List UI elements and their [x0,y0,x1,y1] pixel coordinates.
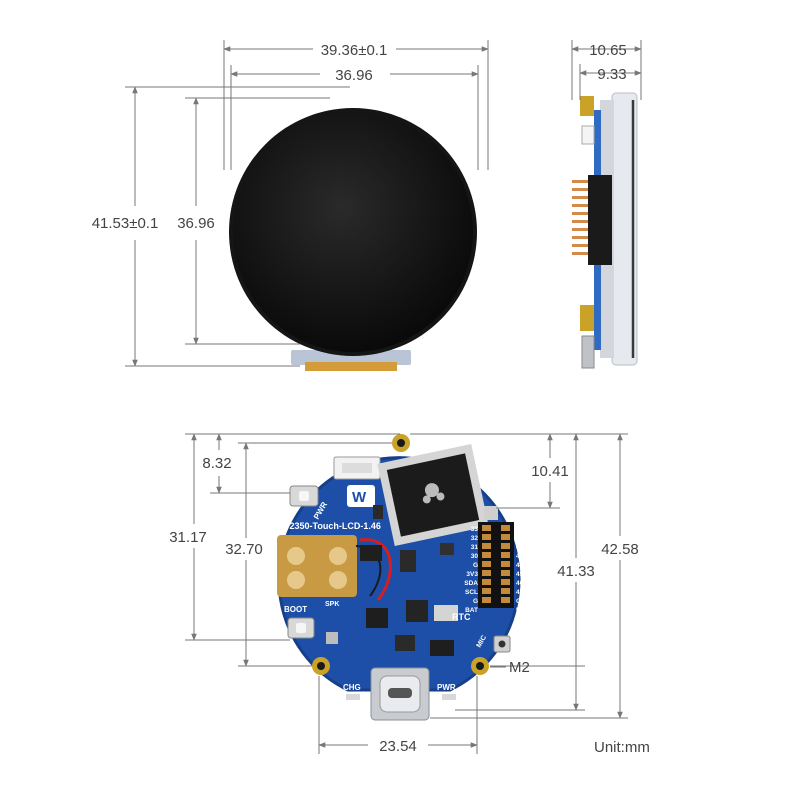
pin-labels-right: 34 41 42 43 44 45 46 47G 5V [516,526,525,614]
pwr-led-label: PWR [437,683,456,692]
board-model-label: RP2350-Touch-LCD-1.46 [277,521,381,531]
pin-label: 46 [516,580,524,587]
pin-header [478,522,514,608]
side-header-body [588,175,612,265]
pin-label: 32 [471,535,479,542]
pin-label: G [473,598,478,605]
pin-label: 43 [516,553,524,560]
pin-label: G [516,598,521,605]
pin-label: 3V3 [466,571,478,578]
bat-label: BAT [316,459,330,477]
pin-label: 33 [471,526,479,533]
mcu-chip [377,443,489,547]
pin-label: 31 [471,544,479,551]
side-white-connector [581,125,595,145]
speaker-pad [277,535,357,597]
front-height-outer: 41.53±0.1 [92,215,159,232]
speaker-wire [359,538,392,601]
pin-label: 34 [516,526,524,533]
dim-23-54: 23.54 [379,738,417,755]
front-width-outer: 39.36±0.1 [321,42,388,59]
rtc-label: RTC [452,612,471,622]
pin-label: 47 [516,589,524,596]
round-display-glass [233,112,473,352]
pin-label: G [473,562,478,569]
side-header-pins [572,180,588,255]
pin-label: SCL [465,589,478,596]
front-height-display: 36.96 [177,215,215,232]
waveshare-logo: W [347,485,375,507]
front-view [229,108,477,371]
side-dimensions: 10.65 9.33 [571,40,642,100]
pin-label: 30 [471,553,479,560]
unit-label: Unit:mm [594,739,650,756]
dim-8-32: 8.32 [202,455,231,472]
hole-label-m2: M2 [509,659,530,676]
dim-42-58: 42.58 [601,541,639,558]
spk-label: SPK [325,601,339,608]
pin-label: 5V [516,607,525,614]
pin-label: 41 [516,535,524,542]
mounting-holes [312,434,489,675]
pin-label: BAT [465,607,478,614]
dim-31-17: 31.17 [169,529,207,546]
dim-41-33: 41.33 [557,563,595,580]
side-view [572,92,638,369]
side-gold-bottom [580,305,594,331]
front-dimensions: 39.36±0.1 36.96 41.53±0.1 36.96 [92,40,489,367]
boot-label: BOOT [284,605,307,614]
side-depth-inner: 9.33 [597,66,626,83]
side-usb [581,335,595,369]
side-gold-top [580,96,594,116]
side-depth-outer: 10.65 [589,42,627,59]
chg-label: CHG [343,683,361,692]
pin-label: 44 [516,562,524,569]
display-flex-connector [305,362,397,371]
display-flex-strip [291,350,411,365]
back-view-pcb: BAT PWR W RP2350-Touch-LCD-1.46 [277,434,525,721]
front-width-display: 36.96 [335,67,373,84]
pin-label: 42 [516,544,524,551]
dim-10-41: 10.41 [531,463,569,480]
pin-label: SDA [464,580,478,587]
pin-label: 45 [516,571,524,578]
svg-text:W: W [352,489,367,506]
dim-32-70: 32.70 [225,541,263,558]
back-dimensions: 8.32 31.17 32.70 10.41 41.33 42.58 23.54 [169,433,639,755]
